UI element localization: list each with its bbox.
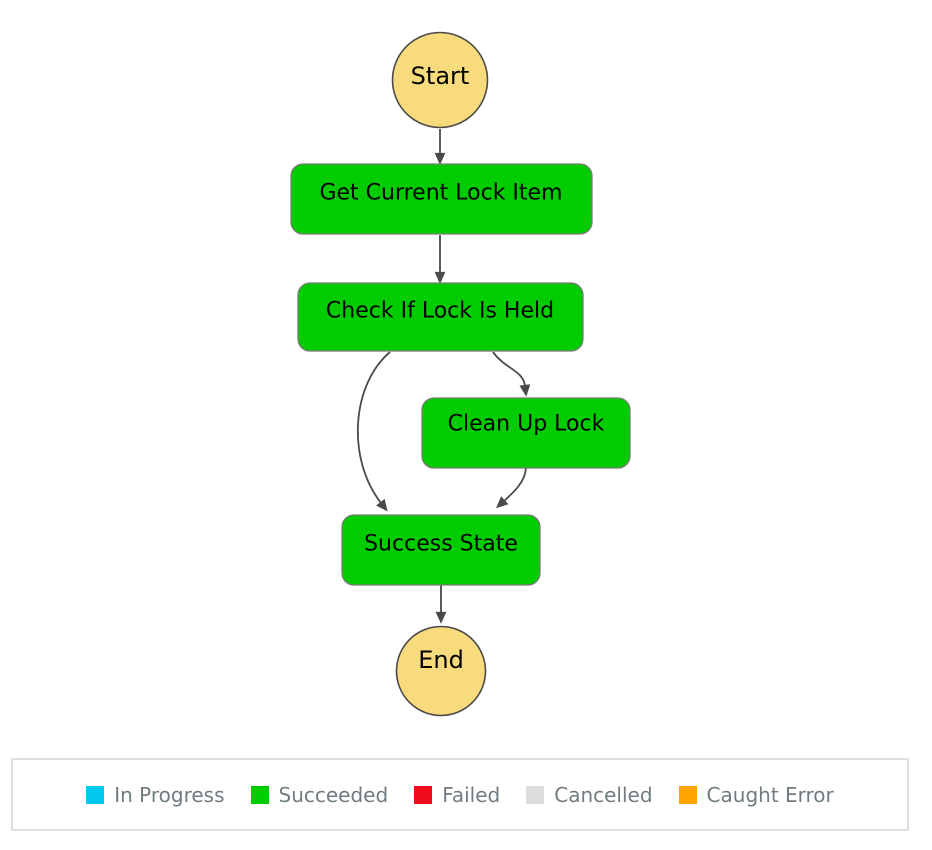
clean-up-lock-label: Clean Up Lock bbox=[448, 412, 605, 437]
legend-label-failed: Failed bbox=[442, 782, 501, 807]
node-check-if-lock-is-held[interactable]: Check If Lock Is Held bbox=[297, 282, 584, 352]
node-success-state[interactable]: Success State bbox=[341, 514, 541, 586]
node-start: Start bbox=[391, 31, 489, 129]
legend-item-in-progress: In Progress bbox=[86, 782, 225, 807]
legend-item-failed: Failed bbox=[414, 783, 500, 807]
get-current-lock-item-box[interactable] bbox=[290, 163, 593, 235]
edge-clean-up-lock-to-success-state bbox=[495, 467, 527, 509]
in-progress-swatch-icon bbox=[86, 785, 105, 804]
legend-label-caught-error: Caught Error bbox=[706, 782, 834, 807]
success-state-box[interactable] bbox=[341, 514, 541, 586]
legend-item-cancelled: Cancelled bbox=[526, 782, 653, 807]
node-clean-up-lock[interactable]: Clean Up Lock bbox=[421, 397, 631, 469]
status-legend: In Progress Succeeded Failed Cancelled C… bbox=[11, 758, 909, 831]
workflow-graph-canvas: Start Get Current Lock Item Check If Loc… bbox=[290, 31, 631, 717]
edge-check-if-lock-is-held-to-clean-up-lock bbox=[492, 351, 531, 397]
legend-label-in-progress: In Progress bbox=[114, 782, 225, 807]
get-current-lock-item-label: Get Current Lock Item bbox=[319, 181, 562, 206]
end-circle bbox=[395, 625, 487, 717]
succeeded-swatch-icon bbox=[250, 785, 269, 804]
start-circle bbox=[391, 31, 489, 129]
start-label: Start bbox=[411, 62, 470, 90]
legend-label-cancelled: Cancelled bbox=[554, 782, 653, 807]
node-get-current-lock-item[interactable]: Get Current Lock Item bbox=[290, 163, 593, 235]
failed-swatch-icon bbox=[414, 785, 433, 804]
caught-error-swatch-icon bbox=[678, 785, 697, 804]
legend-item-caught-error: Caught Error bbox=[678, 782, 834, 807]
check-if-lock-is-held-box[interactable] bbox=[297, 282, 584, 352]
check-if-lock-is-held-label: Check If Lock Is Held bbox=[326, 299, 554, 324]
node-end: End bbox=[395, 625, 487, 717]
legend-label-succeeded: Succeeded bbox=[278, 782, 389, 807]
edge-check-if-lock-is-held-to-success-state bbox=[356, 351, 391, 512]
success-state-label: Success State bbox=[364, 532, 518, 557]
end-label: End bbox=[418, 646, 464, 674]
clean-up-lock-box[interactable] bbox=[421, 397, 631, 469]
legend-item-succeeded: Succeeded bbox=[250, 782, 389, 807]
cancelled-swatch-icon bbox=[526, 785, 545, 804]
